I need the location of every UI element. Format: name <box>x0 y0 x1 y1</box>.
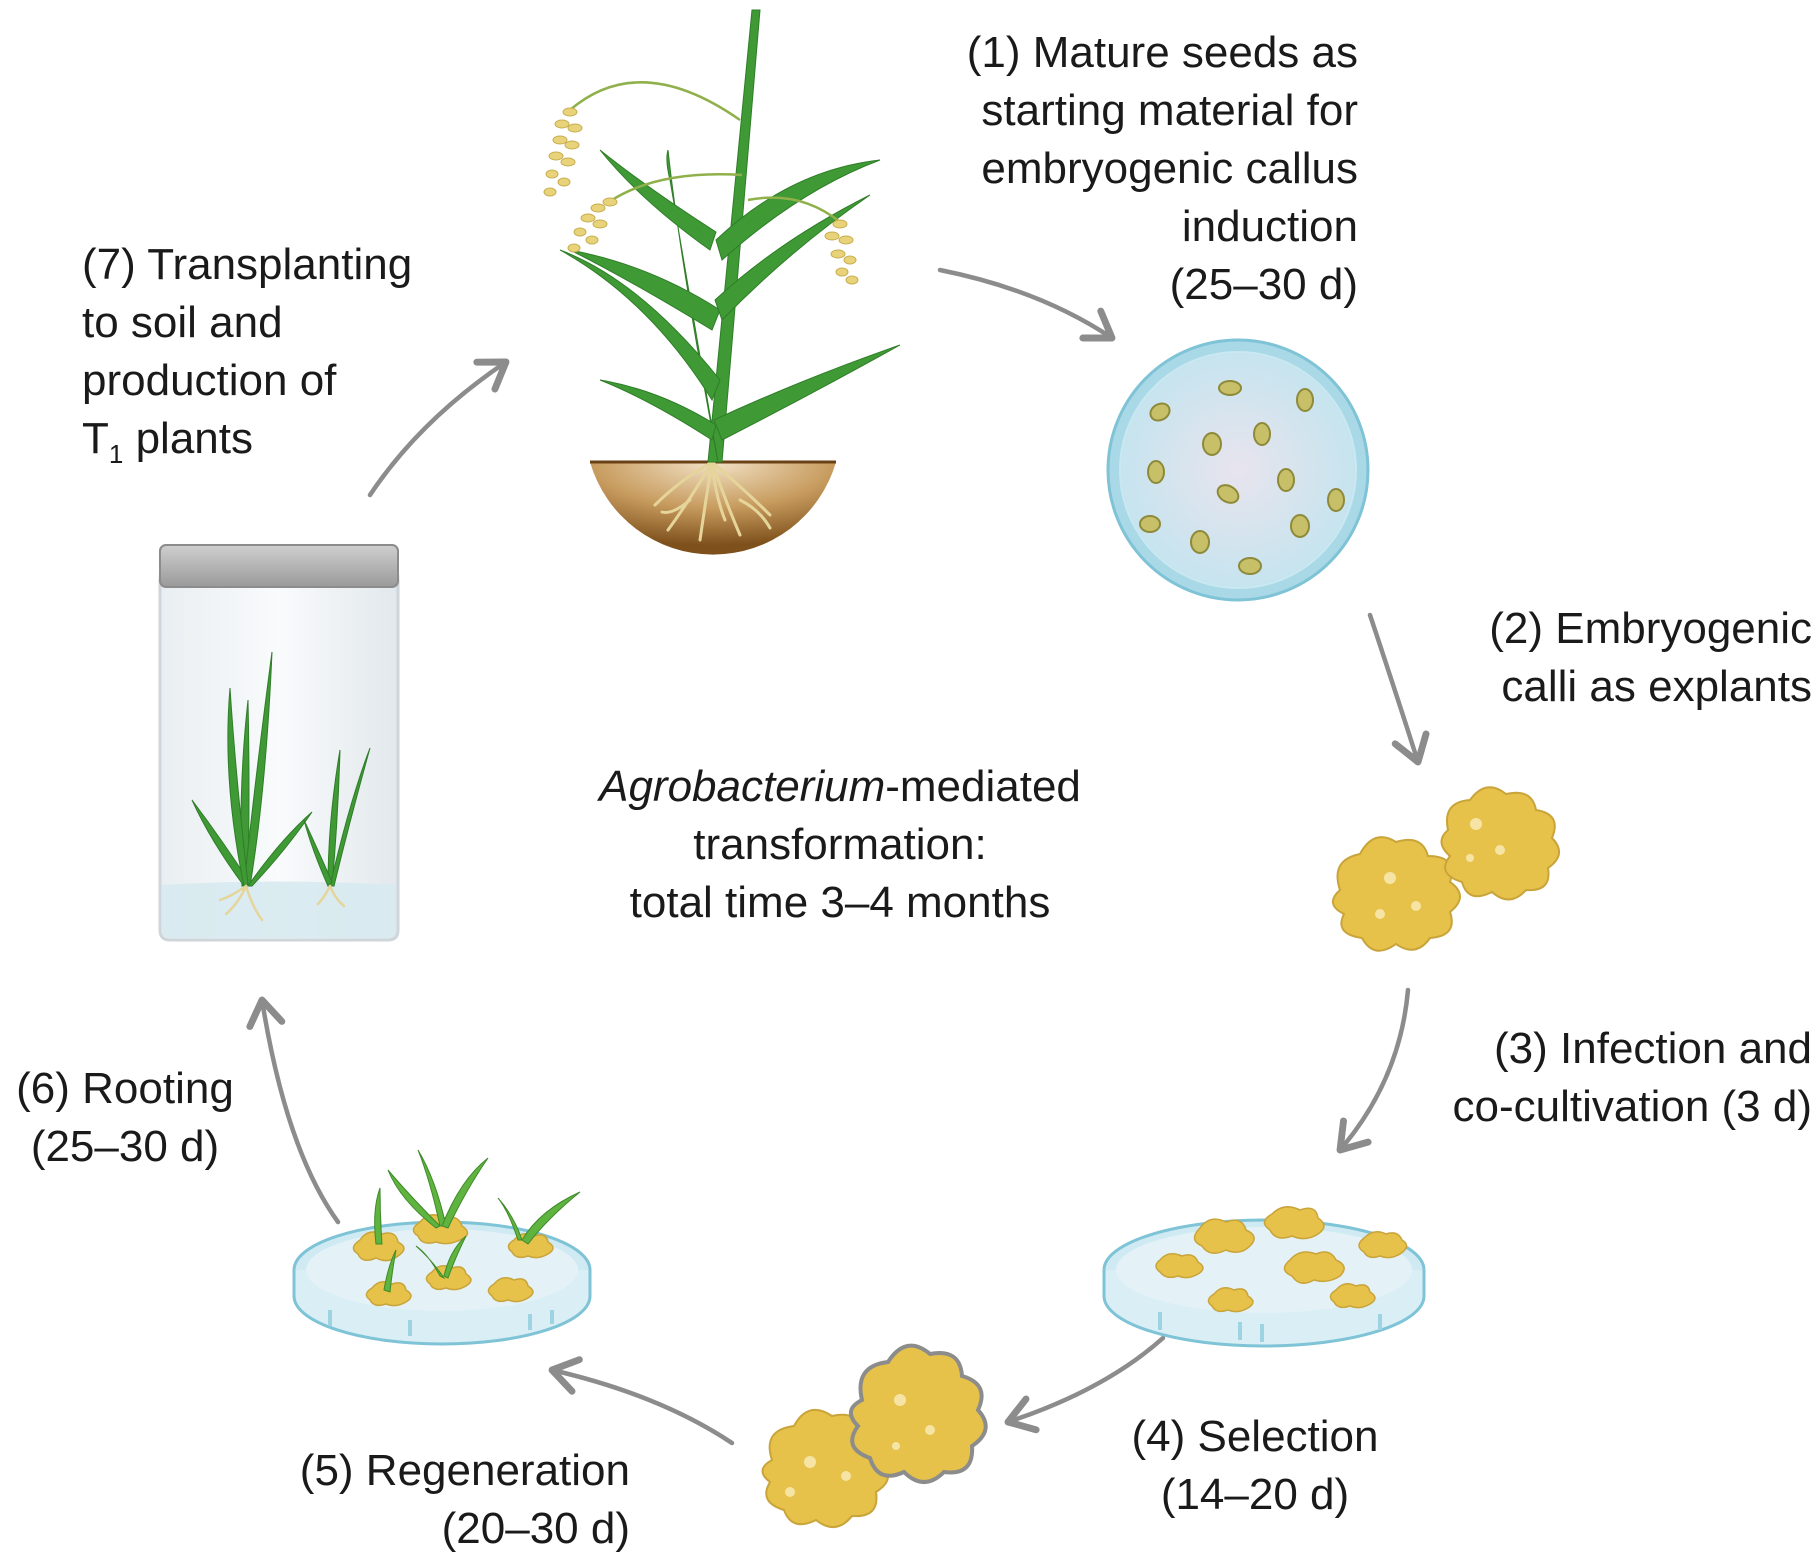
arrow-jar-to-plant <box>367 358 510 498</box>
jar-lid <box>159 544 399 588</box>
center-line-3: total time 3–4 months <box>629 878 1051 927</box>
panicle-right <box>824 219 859 285</box>
petri-dish-seeds-icon <box>1106 338 1370 602</box>
step-6-label: (6) Rooting (25–30 d) <box>16 1064 234 1171</box>
arrow-plant-to-seeds <box>937 267 1116 342</box>
petri-dish-regeneration-icon <box>292 1149 592 1346</box>
arrow-infection-to-selection <box>1004 1335 1166 1434</box>
center-line-2: transformation: <box>693 820 987 869</box>
step-3-label: (3) Infection and co-cultivation (3 d) <box>1452 1024 1812 1131</box>
panicle-left <box>543 107 583 197</box>
center-title: Agrobacterium-mediated <box>599 762 1081 811</box>
culture-jar-icon <box>158 544 400 942</box>
panicle-middle <box>567 197 618 253</box>
callus-pair-icon <box>1332 786 1560 952</box>
step-1-label: (1) Mature seeds as starting material fo… <box>966 28 1358 309</box>
callus-selection-icon <box>761 1343 988 1528</box>
arrow-seeds-to-calli <box>1367 612 1430 766</box>
step-4-label: (4) Selection (14–20 d) <box>1131 1412 1379 1519</box>
center-summary: Agrobacterium-mediated transformation: t… <box>560 758 1120 932</box>
cycle-arrows <box>246 267 1430 1446</box>
step-7-label: (7) Transplanting to soil and production… <box>82 236 412 473</box>
step-5-label: (5) Regeneration (20–30 d) <box>299 1446 630 1553</box>
center-title-italic: Agrobacterium <box>599 762 886 811</box>
petri-dish-infection-icon <box>1102 1206 1426 1348</box>
arrow-calli-to-infection <box>1336 987 1411 1154</box>
rice-plant-icon <box>543 9 901 555</box>
arrow-regeneration-to-rooting <box>246 996 341 1225</box>
step-2-label: (2) Embryogenic calli as explants <box>1489 604 1812 711</box>
arrow-selection-to-regeneration <box>548 1356 735 1446</box>
step-7-last-line: T1 plants <box>82 414 253 469</box>
